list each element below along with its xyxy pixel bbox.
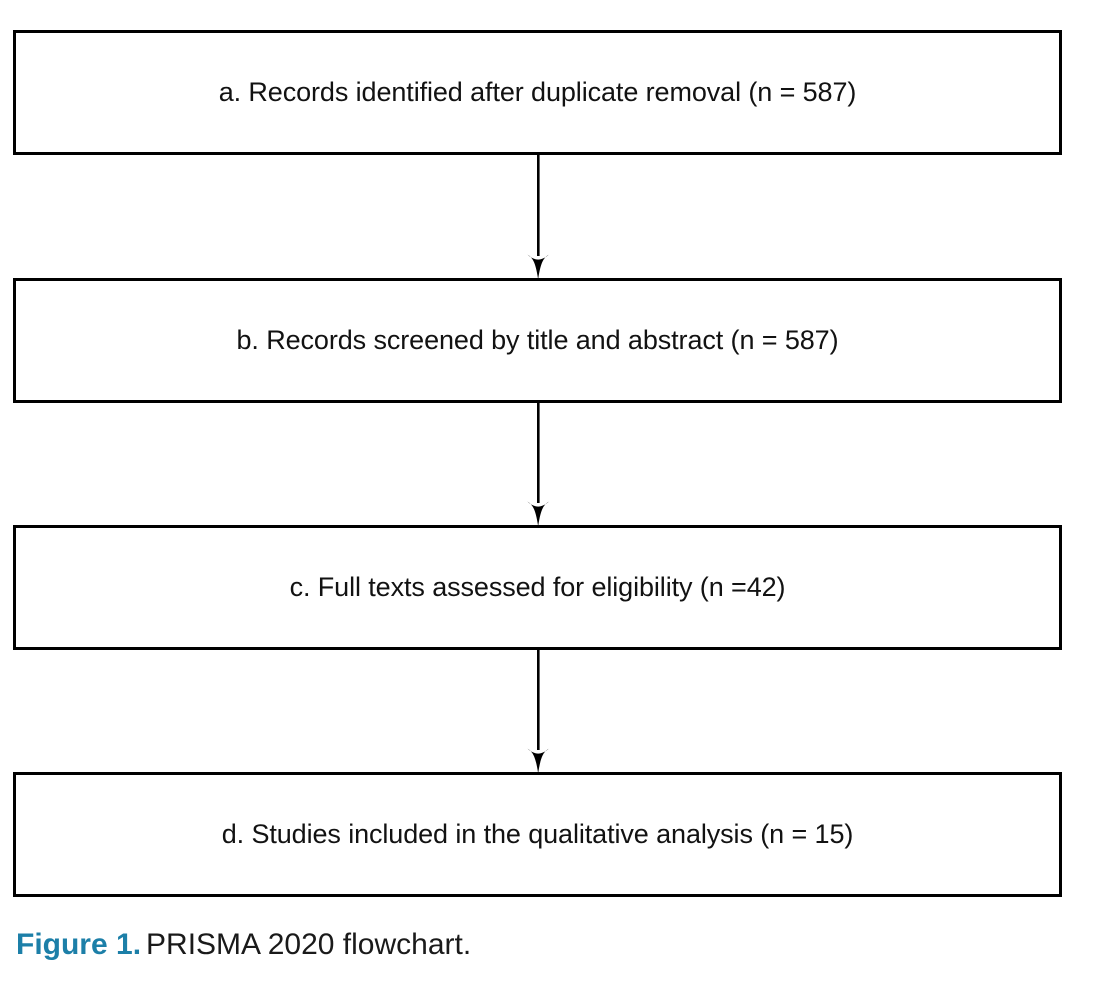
connector-c-to-d	[527, 649, 549, 774]
flowchart-node-d: d. Studies included in the qualitative a…	[13, 772, 1062, 897]
figure-caption: Figure 1.PRISMA 2020 flowchart.	[16, 925, 471, 966]
connector-b-to-c	[527, 402, 549, 527]
flowchart-node-d-label: d. Studies included in the qualitative a…	[221, 819, 854, 850]
flowchart-node-b: b. Records screened by title and abstrac…	[13, 278, 1062, 403]
down-arrow-icon	[527, 155, 549, 280]
figure-caption-label: Figure 1.	[16, 928, 142, 961]
figure-caption-text: PRISMA 2020 flowchart.	[146, 928, 472, 961]
flowchart-node-a-label: a. Records identified after duplicate re…	[218, 77, 857, 108]
down-arrow-icon	[527, 402, 549, 527]
flowchart-node-c: c. Full texts assessed for eligibility (…	[13, 525, 1062, 650]
flowchart-node-c-label: c. Full texts assessed for eligibility (…	[289, 572, 786, 603]
connector-a-to-b	[527, 155, 549, 280]
down-arrow-icon	[527, 649, 549, 774]
flowchart-node-a: a. Records identified after duplicate re…	[13, 30, 1062, 155]
flowchart-node-b-label: b. Records screened by title and abstrac…	[236, 325, 839, 356]
